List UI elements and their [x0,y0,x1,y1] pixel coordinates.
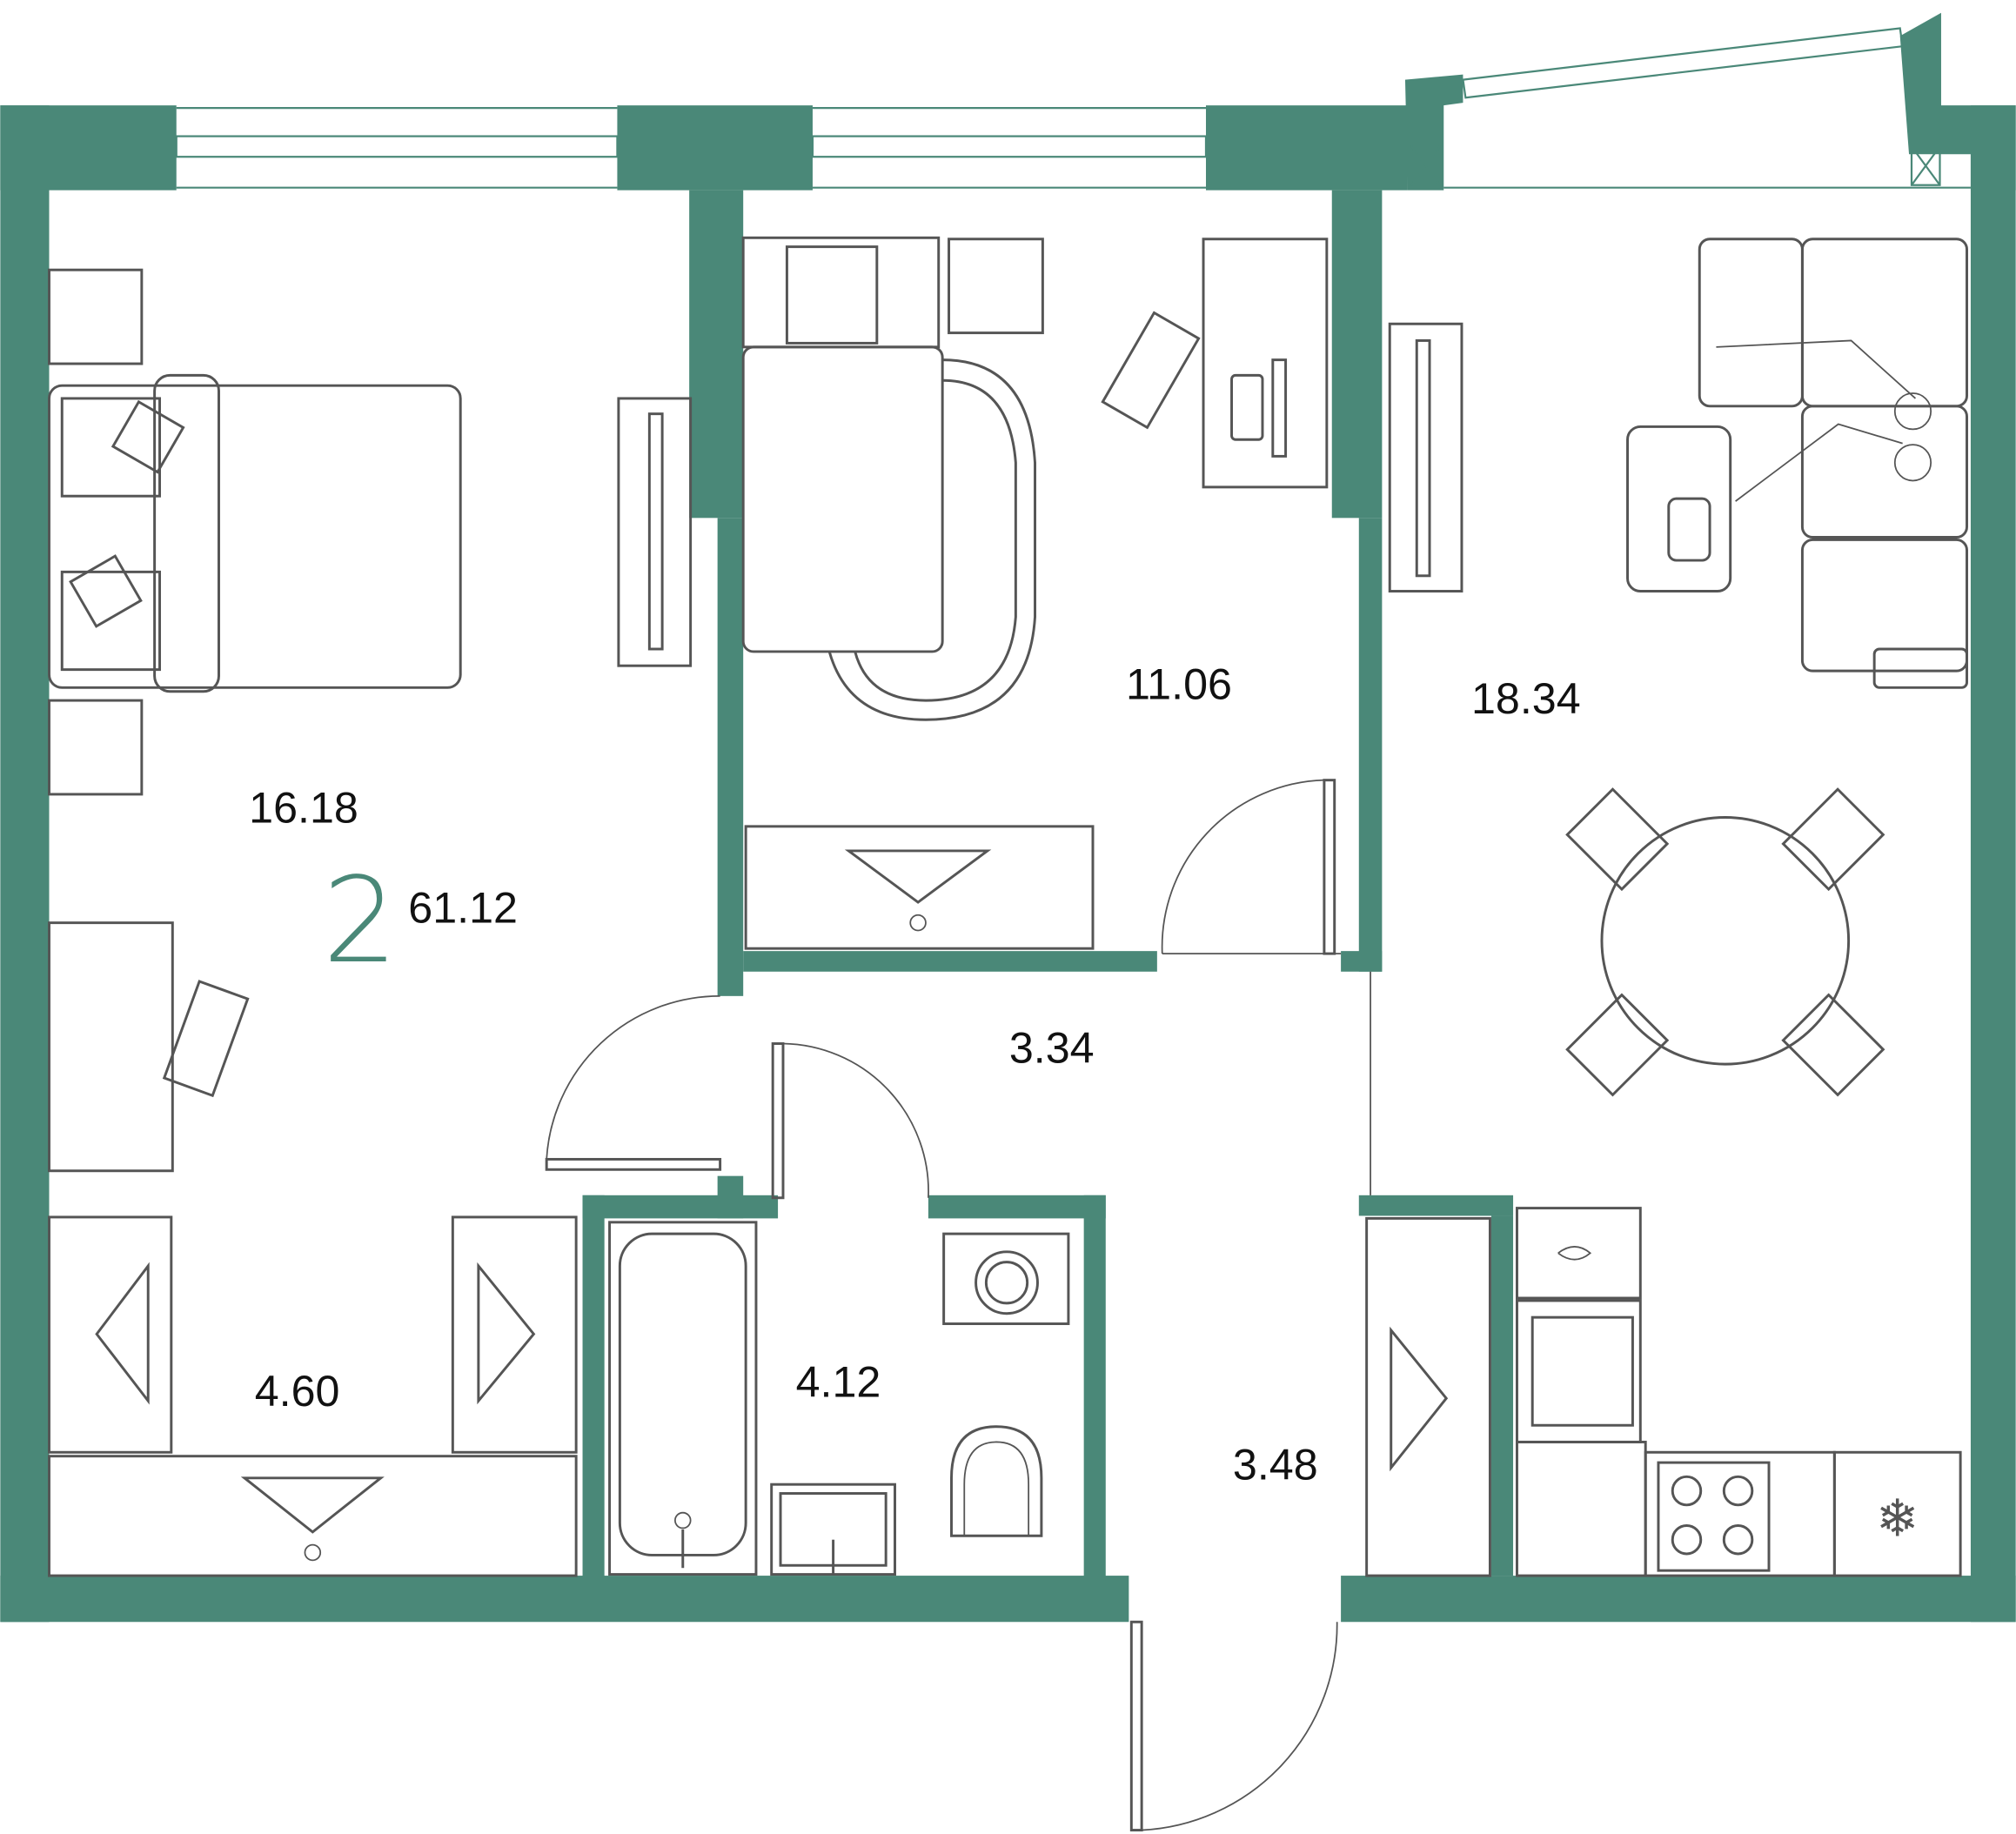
rooms-count: 2 [323,853,398,990]
room-area-hall: 3.48 [1233,1440,1318,1489]
closet-icon [48,1215,578,1577]
tv-icon [1388,322,1463,593]
desk-icon [1101,238,1329,489]
kitchen-icon: ❄ [1516,1207,1962,1577]
room-area-bedroom: 16.18 [249,783,358,832]
nightstand-icon [948,238,1044,335]
doors [545,779,1371,1832]
desk-icon [48,921,250,1173]
nightstand-icon [48,268,144,365]
coffee-table-icon [1626,425,1732,593]
snowflake-icon: ❄ [1876,1488,1919,1548]
sofa-icon [1698,238,1968,689]
sink-icon [770,1483,896,1576]
room-area-wardrobe: 4.60 [255,1367,340,1416]
room-area-bathroom: 4.12 [796,1358,881,1407]
walls [0,12,2016,1623]
windows [175,27,1971,189]
dining-table-icon [1565,787,1885,1097]
area-labels: 2 61.12 16.18 11.06 18.34 3.34 4.60 4.12… [249,660,1581,1489]
bathtub-icon [608,1221,758,1576]
furniture: ❄ [48,236,1968,1577]
washing-machine-icon [942,1232,1070,1326]
toilet-icon [950,1425,1043,1537]
room-area-corridor: 3.34 [1009,1024,1095,1073]
wardrobe-icon [744,825,1095,950]
room-area-bedroom-2: 11.06 [1126,660,1232,709]
nightstand-icon [48,699,144,796]
closet-icon [1365,1216,1491,1577]
room-area-living-kitchen: 18.34 [1471,674,1581,723]
armchair-bed-icon [741,236,1036,721]
tv-icon [617,397,693,667]
bed-icon [48,373,462,693]
total-area: 61.12 [408,884,518,933]
